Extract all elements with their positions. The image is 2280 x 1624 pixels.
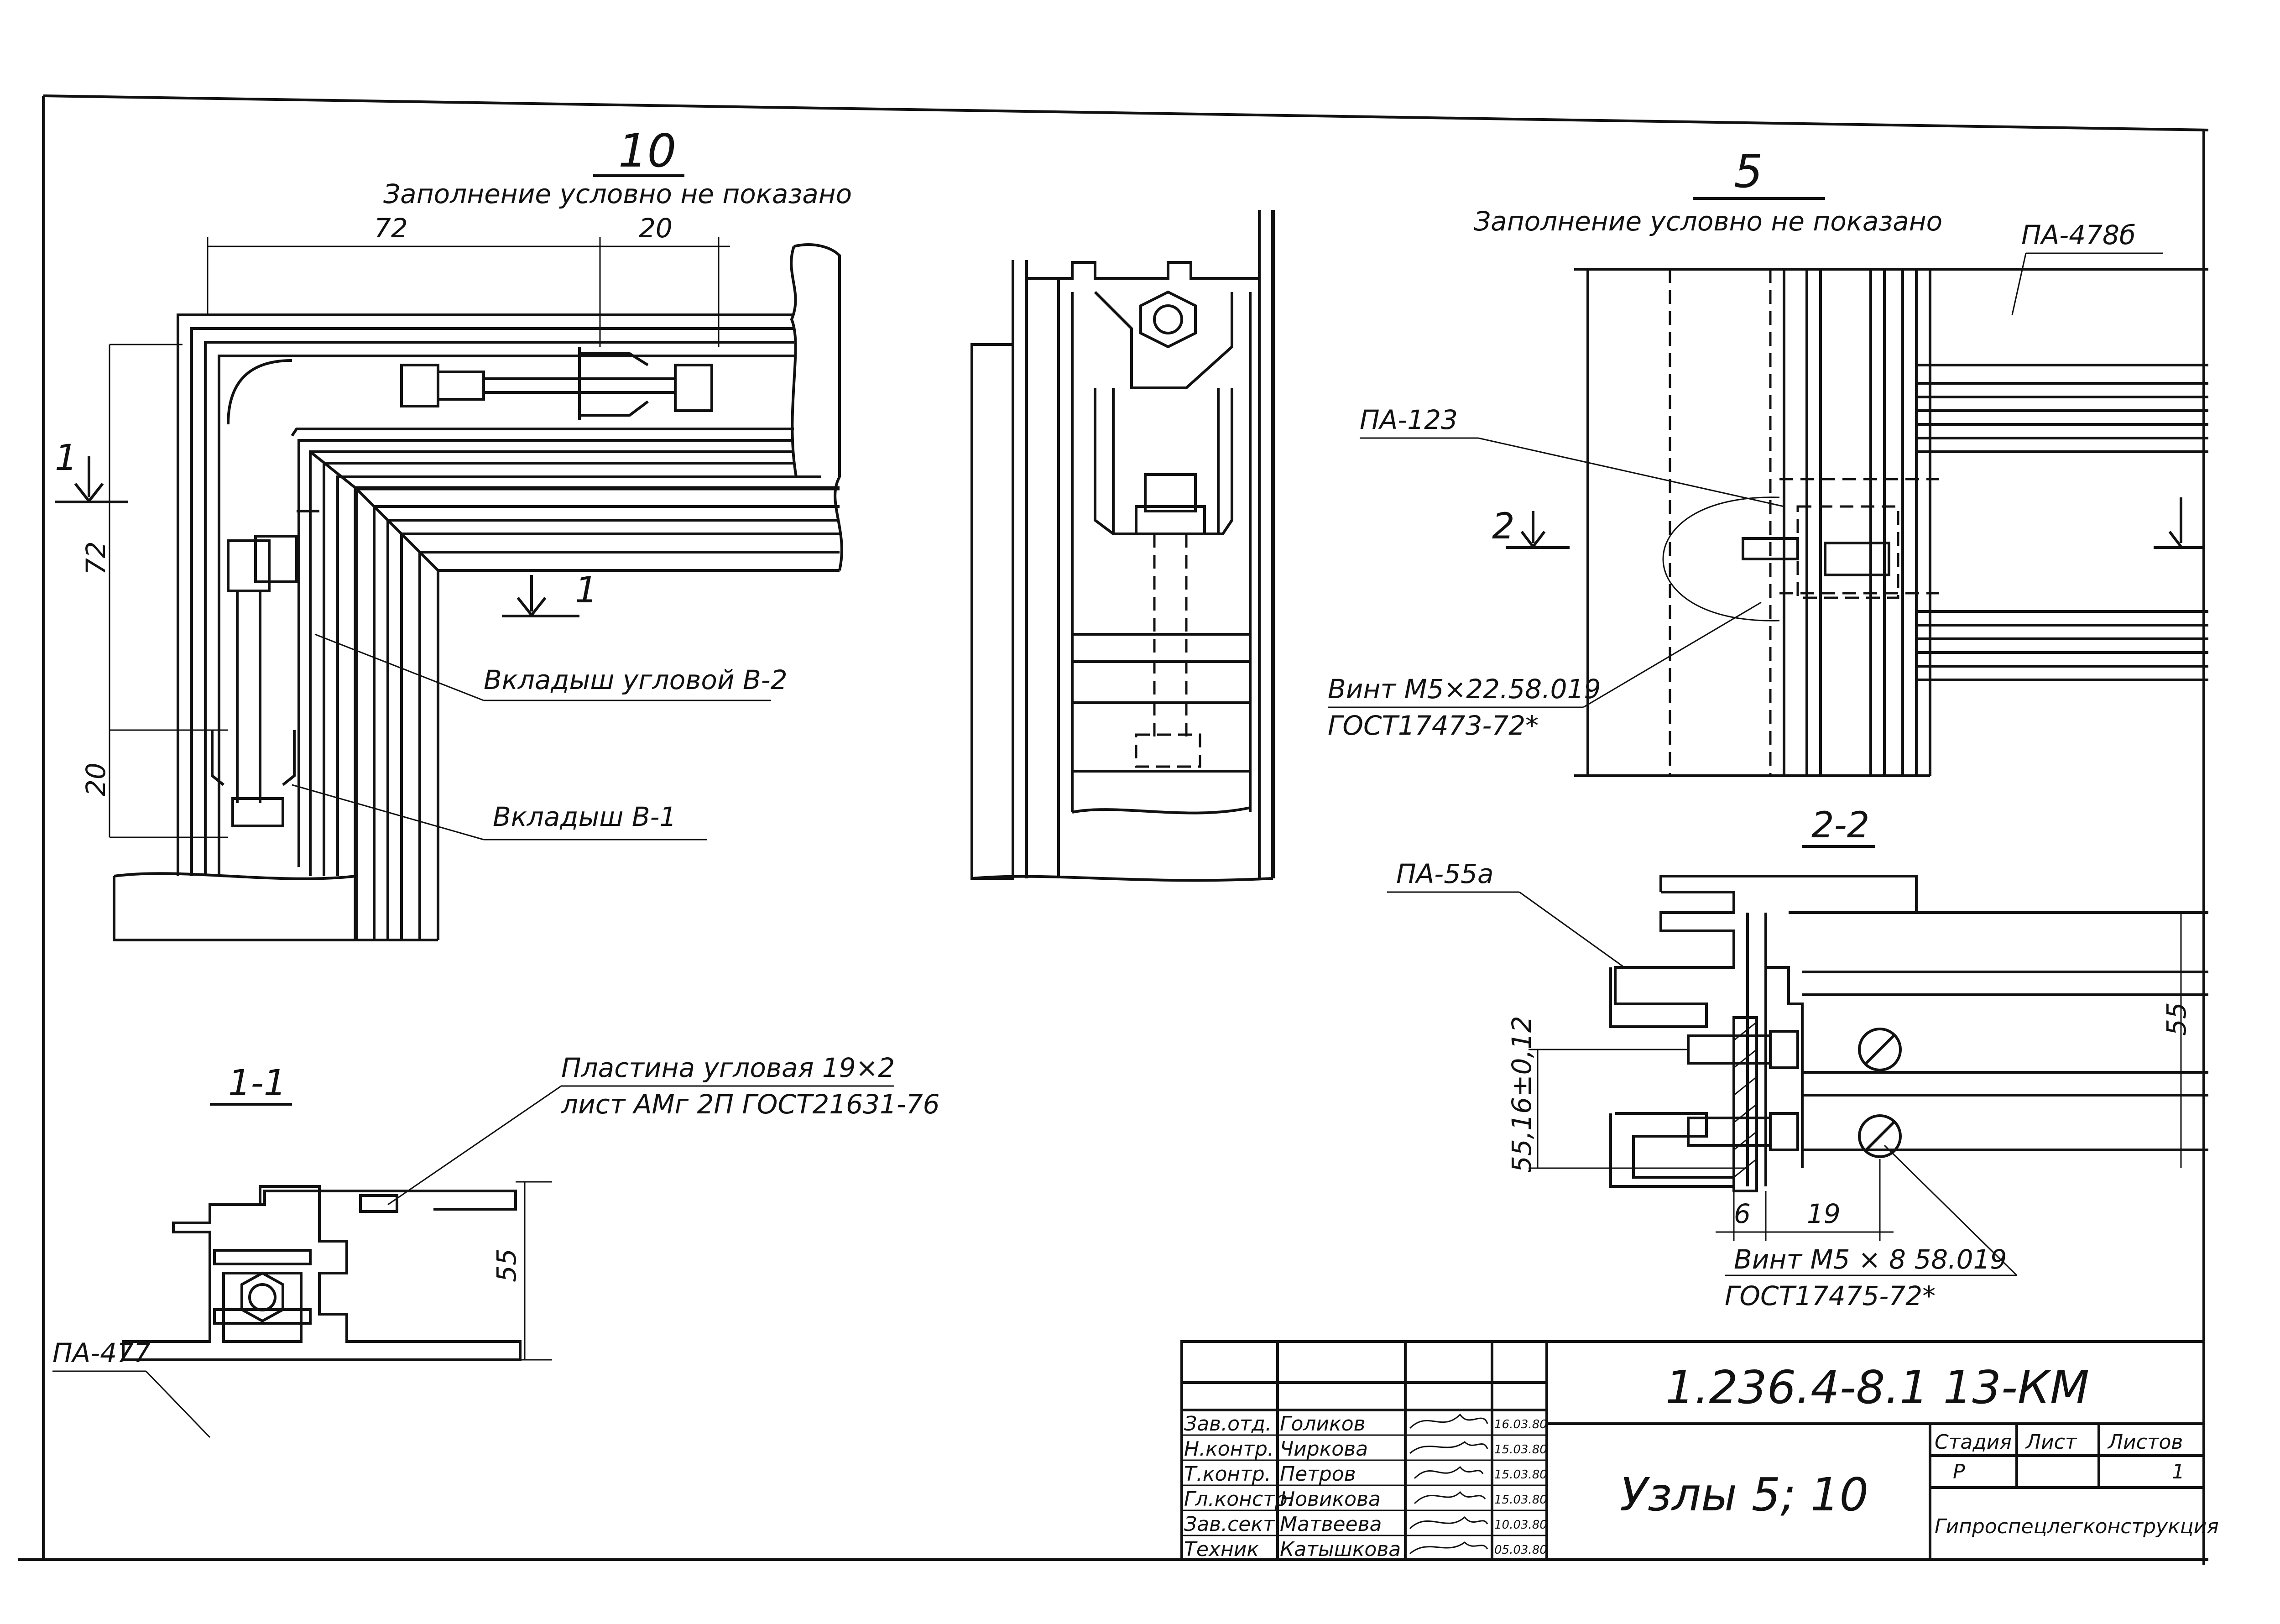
node-5-screw-line2: ГОСТ17473-72* [1328,710,1539,741]
staff-row: Зав.отд. Голиков 16.03.80 [1184,1412,1547,1436]
section-1-1-plate-line2: лист АМг 2П ГОСТ21631-76 [561,1089,940,1120]
staff-date: 15.03.80 [1494,1443,1547,1457]
staff-name: Петров [1280,1462,1356,1486]
stage-value: Р [1953,1460,1965,1483]
section-2-2-dim-55-16: 55,16±0,12 [1506,1016,1537,1173]
section-2-2-title: 2-2 [1811,805,1869,846]
staff-name: Катышкова [1280,1538,1401,1561]
section-2-2-dim-19: 19 [1807,1198,1841,1229]
section-1-1-plate-line1: Пластина угловая 19×2 [561,1052,895,1083]
staff-role: Гл.констр. [1184,1488,1294,1511]
staff-name: Новикова [1280,1488,1381,1511]
organization: Гипроспецлегконструкция [1935,1515,2219,1538]
signature [1409,1441,1488,1454]
section-1-1-dim-55: 55 [491,1248,522,1282]
node-5-cut-2: 2 [1492,506,1515,547]
staff-name: Матвеева [1280,1513,1382,1536]
staff-row: Т.контр. Петров 15.03.80 [1184,1462,1547,1486]
section-2-2: 2-2 ПА-55а [1387,805,2208,1311]
section-1-1: 1-1 Пластина угловая 19×2 лист АМг 2П ГО… [52,1052,940,1438]
node-5: 5 Заполнение условно не показано ПА-478б [1328,145,2208,777]
staff-date: 05.03.80 [1494,1543,1547,1557]
signature [1409,1541,1488,1555]
staff-role: Зав.отд. [1184,1412,1272,1436]
node-5-screw-line1: Винт М5×22.58.019 [1328,674,1601,705]
node-10-dim-20-left: 20 [80,762,111,796]
signature [1409,1413,1488,1429]
section-2-2-dim-6: 6 [1734,1198,1751,1229]
signature [1414,1491,1486,1504]
section-2-2-profile: ПА-55а [1396,858,1494,889]
node-10: 10 Заполнение условно не показано 72 20 … [55,124,852,941]
node-10-dim-72-left: 72 [80,541,111,575]
staff-role: Зав.сект. [1184,1513,1281,1536]
section-2-2-dim-55: 55 [2161,1002,2192,1036]
signature [1409,1516,1488,1530]
staff-name: Чиркова [1280,1437,1368,1461]
node-10-cut-1-right: 1 [575,570,598,611]
staff-date: 16.03.80 [1494,1418,1547,1431]
node-10-number: 10 [618,124,676,178]
staff-date: 15.03.80 [1494,1468,1547,1482]
node-5-profile-123: ПА-123 [1360,404,1458,435]
doc-code: 1.236.4-8.1 13-КМ [1665,1361,2089,1414]
staff-name: Голиков [1280,1412,1366,1436]
sheet-label: Лист [2025,1431,2077,1454]
node-10-cut-1-left: 1 [55,438,78,479]
node-10-label-insert-corner: Вкладыш угловой В-2 [484,664,788,695]
node-10-label-insert: Вкладыш В-1 [493,801,676,832]
section-1-1-title: 1-1 [228,1063,286,1104]
sheets-label: Листов [2107,1431,2183,1454]
staff-role: Т.контр. [1184,1462,1271,1486]
staff-row: Н.контр. Чиркова 15.03.80 [1184,1437,1547,1461]
section-2-2-screw-line1: Винт М5 × 8 58.019 [1734,1244,2007,1275]
node-10-note: Заполнение условно не показано [383,178,852,209]
staff-row: Техник Катышкова 05.03.80 [1184,1538,1547,1561]
staff-row: Гл.констр. Новикова 15.03.80 [1184,1488,1547,1511]
sheet-title: Узлы 5; 10 [1620,1468,1868,1521]
sheet-frame [18,94,2209,1565]
node-10-dim-72-top: 72 [374,213,408,244]
title-block: 1.236.4-8.1 13-КМ Узлы 5; 10 Стадия Лист… [1180,1340,2219,1561]
section-2-2-screw-line2: ГОСТ17475-72* [1725,1280,1936,1311]
node-5-profile-top: ПА-478б [2021,219,2136,251]
staff-date: 10.03.80 [1494,1518,1547,1532]
stage-label: Стадия [1935,1431,2012,1454]
node-5-note: Заполнение условно не показано [1474,206,1942,237]
section-2-2-hatch [1733,1021,1757,1178]
node-5-number: 5 [1734,145,1763,198]
staff-role: Н.контр. [1184,1437,1274,1461]
signature [1414,1466,1484,1479]
staff-row: Зав.сект. Матвеева 10.03.80 [1184,1513,1547,1536]
node-10-dim-20-top: 20 [639,213,673,244]
middle-elevation [970,210,1275,882]
section-1-1-profile: ПА-477 [52,1337,151,1368]
node-5-infill-lines [1916,364,2208,681]
sheets-value: 1 [2172,1460,2185,1483]
staff-date: 15.03.80 [1494,1493,1547,1507]
staff-role: Техник [1184,1538,1259,1561]
